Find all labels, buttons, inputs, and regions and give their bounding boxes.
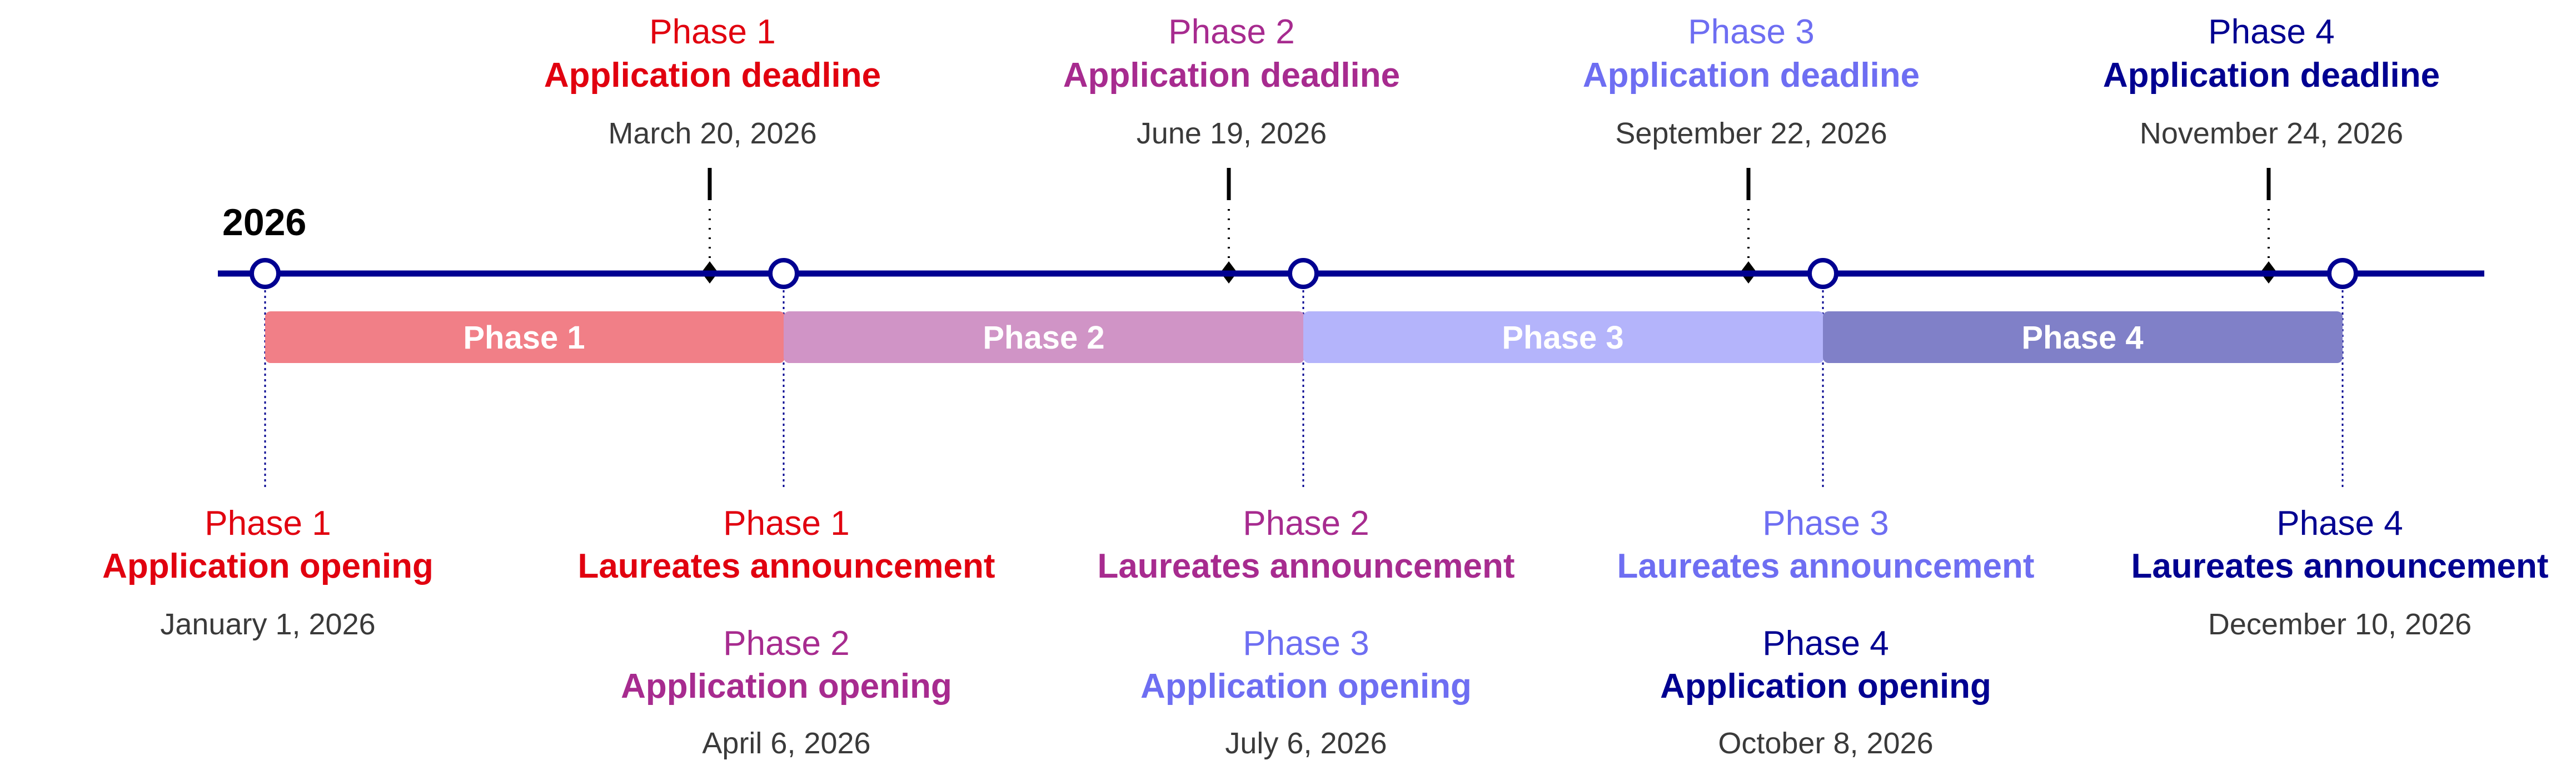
announcement-label-1: Phase 1 Laureates announcement (577, 504, 995, 585)
deadline-phase: Phase 4 (2208, 13, 2335, 51)
announcement-label-4: Phase 4 Laureates announcement December … (2131, 504, 2548, 641)
phase-bar-3 (1303, 311, 1824, 363)
milestone-circle-5 (2327, 258, 2358, 289)
opening-label-1: Phase 1 Application opening January 1, 2… (102, 504, 434, 641)
deadline-label-3: Phase 3 Application deadline September 2… (1583, 13, 1920, 150)
opening-date: January 1, 2026 (160, 608, 375, 641)
deadline-tick-2 (1220, 168, 1237, 284)
deadline-ticks (701, 168, 2277, 284)
deadline-label-1: Phase 1 Application deadline March 20, 2… (544, 13, 881, 150)
opening-title: Application opening (1140, 667, 1472, 706)
opening-phase: Phase 2 (723, 624, 850, 663)
opening-phase: Phase 1 (205, 504, 331, 543)
opening-date: October 8, 2026 (1718, 727, 1933, 760)
phase-bar-4 (1823, 311, 2343, 363)
opening-phase: Phase 4 (1762, 624, 1889, 663)
deadline-label-4: Phase 4 Application deadline November 24… (2103, 13, 2440, 150)
opening-title: Application opening (102, 547, 434, 585)
announcement-label-2: Phase 2 Laureates announcement (1097, 504, 1514, 585)
deadline-phase: Phase 1 (649, 13, 776, 51)
phase-bar-label-1: Phase 1 (463, 320, 585, 356)
phase-bar-label-2: Phase 2 (983, 320, 1104, 356)
deadline-tick-4 (2260, 168, 2277, 284)
guide-lines (264, 274, 2344, 489)
announcement-phase: Phase 2 (1243, 504, 1369, 543)
milestone-circle-1 (250, 258, 281, 289)
milestone-circle-3 (1288, 258, 1319, 289)
phase-bar-label-4: Phase 4 (2021, 320, 2143, 356)
announcement-title: Laureates announcement (577, 547, 995, 585)
phase-bar-label-3: Phase 3 (1502, 320, 1623, 356)
phase-bars: Phase 1 Phase 2 Phase 3 Phase 4 (265, 311, 2343, 363)
opening-label-2: Phase 2 Application opening April 6, 202… (621, 624, 952, 760)
opening-date: July 6, 2026 (1225, 727, 1387, 760)
opening-label-3: Phase 3 Application opening July 6, 2026 (1140, 624, 1472, 760)
deadline-phase: Phase 3 (1688, 13, 1815, 51)
milestone-circle-2 (768, 258, 799, 289)
opening-label-4: Phase 4 Application opening October 8, 2… (1660, 624, 1991, 760)
announcement-phase: Phase 4 (2276, 504, 2403, 543)
milestone-circle-4 (1807, 258, 1838, 289)
announcement-title: Laureates announcement (1097, 547, 1514, 585)
deadline-title: Application deadline (2103, 56, 2440, 95)
opening-title: Application opening (1660, 667, 1991, 706)
phase-bar-2 (784, 311, 1304, 363)
opening-date: April 6, 2026 (702, 727, 870, 760)
deadline-title: Application deadline (544, 56, 881, 95)
deadline-date: September 22, 2026 (1615, 117, 1887, 150)
deadline-date: November 24, 2026 (2140, 117, 2403, 150)
opening-phase: Phase 3 (1243, 624, 1369, 663)
deadline-phase: Phase 2 (1168, 13, 1295, 51)
deadline-title: Application deadline (1063, 56, 1400, 95)
deadline-tick-1 (701, 168, 718, 284)
announcement-date: December 10, 2026 (2208, 608, 2472, 641)
deadline-date: March 20, 2026 (608, 117, 816, 150)
announcement-title: Laureates announcement (2131, 547, 2548, 585)
year-label: 2026 (222, 201, 306, 244)
announcement-phase: Phase 1 (723, 504, 850, 543)
opening-title: Application opening (621, 667, 952, 706)
announcement-title: Laureates announcement (1617, 547, 2034, 585)
milestone-markers (250, 258, 2358, 289)
deadline-title: Application deadline (1583, 56, 1920, 95)
deadline-date: June 19, 2026 (1137, 117, 1327, 150)
deadline-label-2: Phase 2 Application deadline June 19, 20… (1063, 13, 1400, 150)
announcement-label-3: Phase 3 Laureates announcement (1617, 504, 2034, 585)
phase-bar-1 (265, 311, 785, 363)
announcement-phase: Phase 3 (1762, 504, 1889, 543)
deadline-tick-3 (1740, 168, 1757, 284)
